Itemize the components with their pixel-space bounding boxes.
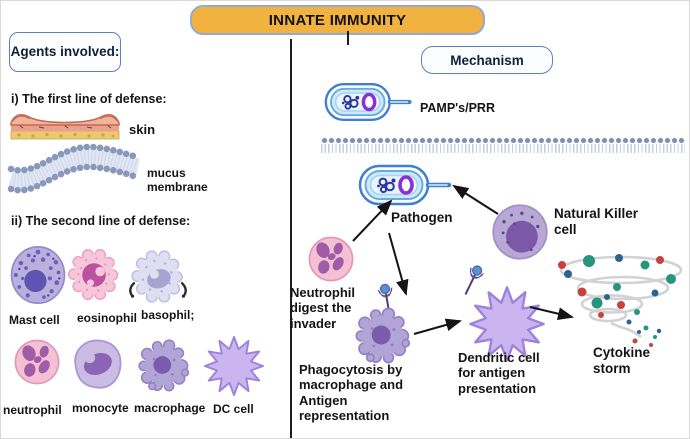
- monocyte-illustration: [74, 339, 122, 389]
- mechanism-box: Mechanism: [421, 46, 553, 74]
- macrophage-label: macrophage: [134, 401, 206, 415]
- arrow-dendritic-to-cytokine: [529, 306, 574, 320]
- membrane-tails: [321, 144, 685, 153]
- cytokine-storm-illustration: [558, 254, 683, 347]
- skin-label: skin: [129, 122, 156, 137]
- mechanism-heading: Mechanism: [450, 52, 524, 68]
- natural-killer-cell-illustration: [492, 204, 548, 260]
- cytokine-storm-label: Cytokine storm: [593, 345, 651, 376]
- second-line-heading: ii) The second line of defense:: [11, 214, 191, 228]
- mucus-membrane-illustration: [7, 143, 142, 194]
- first-line-heading: i) The first line of defense:: [11, 92, 167, 106]
- arrow-nk-to-pathogen: [452, 184, 499, 215]
- neutrophil-label: neutrophil: [3, 403, 62, 417]
- monocyte-label: monocyte: [72, 401, 129, 415]
- basophil-illustration: [129, 250, 187, 303]
- phagocytosis-label: Phagocytosis by macrophage and Antigen r…: [299, 362, 404, 423]
- arrow-macrophage-to-dendritic: [413, 318, 462, 335]
- skin-illustration: [10, 113, 120, 140]
- panel-divider-line: [290, 39, 292, 438]
- arrow-neutrophil-to-pathogen: [352, 199, 393, 242]
- pamp-prr-label: PAMP's/PRR: [420, 101, 495, 115]
- cell-membrane-illustration: [321, 137, 685, 153]
- pathogen-label: Pathogen: [391, 210, 453, 225]
- eosinophil-illustration: [68, 249, 119, 301]
- title-banner: INNATE IMMUNITY: [190, 5, 485, 35]
- mast-cell-illustration: [10, 246, 66, 304]
- eosinophil-label: eosinophil: [77, 311, 137, 325]
- basophil-label: basophil;: [141, 308, 195, 322]
- neutrophil-digest-label: Neutrophil digest the invader: [290, 285, 355, 331]
- mast-cell-label: Mast cell: [9, 313, 60, 327]
- natural-killer-label: Natural Killer cell: [554, 206, 639, 237]
- dc-cell-label: DC cell: [213, 402, 254, 416]
- dendritic-cell-label: Dendritic cell for antigen presentation: [458, 350, 540, 396]
- mucus-membrane-label: mucus membrane: [147, 166, 208, 195]
- arrow-pathogen-to-macrophage: [388, 232, 409, 296]
- page-title: INNATE IMMUNITY: [268, 11, 407, 29]
- membrane-heads: [321, 137, 685, 144]
- title-connector-line: [347, 31, 349, 45]
- agents-heading: Agents involved:: [10, 43, 120, 59]
- agents-involved-box: Agents involved:: [9, 32, 121, 72]
